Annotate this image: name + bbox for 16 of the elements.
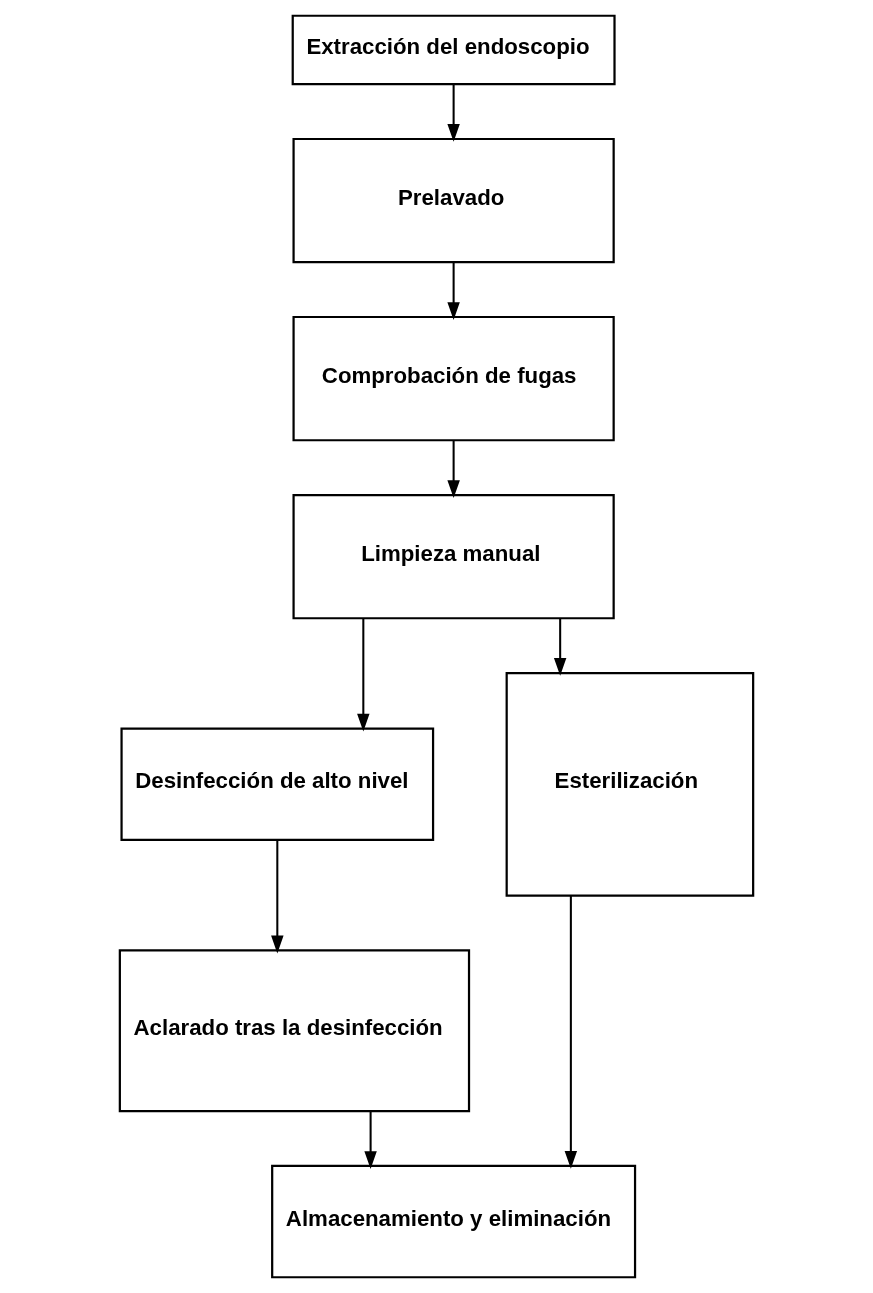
- node-box: Limpieza manual: [292, 493, 615, 620]
- arrow: [271, 840, 284, 954]
- node-box: Comprobación de fugas: [292, 315, 615, 442]
- arrow: [447, 440, 460, 499]
- node-box: Esterilización: [505, 671, 755, 897]
- arrow: [447, 262, 460, 321]
- arrow: [447, 84, 460, 142]
- node-box: Almacenamiento y eliminación: [271, 1164, 637, 1279]
- arrow: [357, 618, 370, 732]
- arrow: [553, 618, 567, 676]
- node-box: Prelavado: [292, 137, 615, 264]
- node-box: Extracción del endoscopio: [291, 14, 616, 86]
- arrow: [364, 1111, 377, 1170]
- arrow: [564, 895, 578, 1169]
- node-box: Aclarado tras la desinfección: [118, 949, 471, 1113]
- node-box: Desinfección de alto nivel: [120, 727, 435, 842]
